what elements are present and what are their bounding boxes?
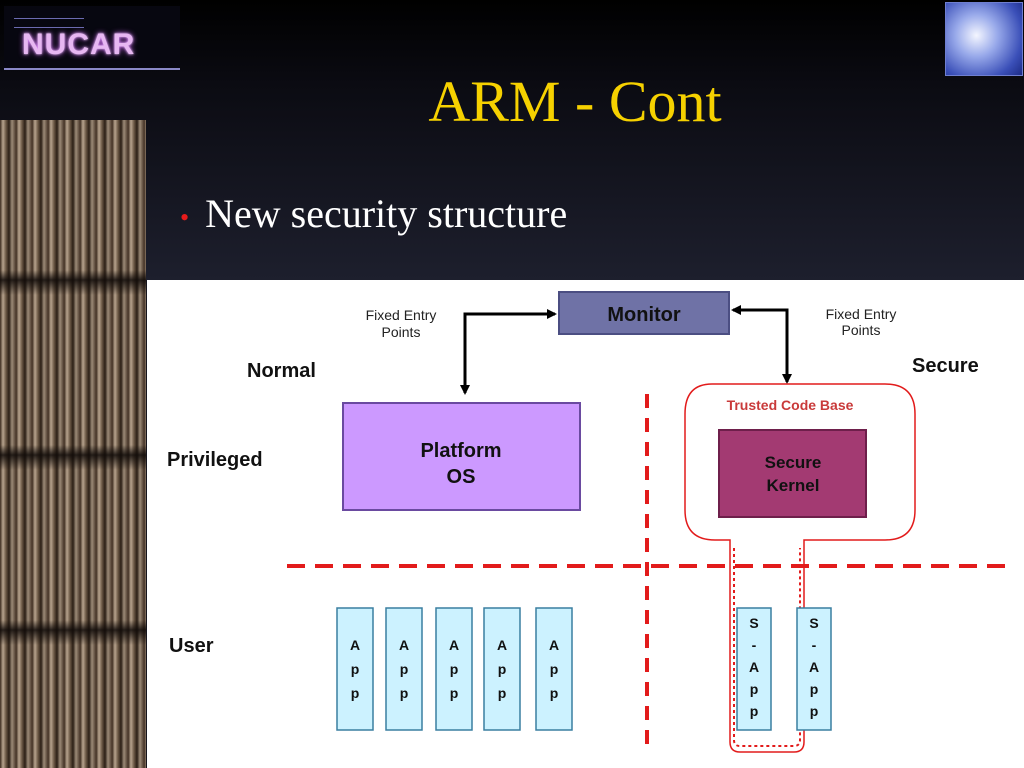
fixed-entry-left-line1: Fixed Entry [366, 307, 437, 323]
app-letter: A [399, 637, 409, 653]
normal-world-label: Normal [247, 360, 316, 382]
user-mode-label: User [169, 635, 214, 657]
app-letter: A [350, 637, 360, 653]
app-letter: p [550, 685, 559, 701]
slide-title: ARM - Cont [428, 69, 722, 134]
secure-kernel-line1: Secure [765, 453, 822, 472]
app-box [336, 607, 374, 731]
monitor-label: Monitor [607, 304, 681, 326]
app-letter: p [550, 661, 559, 677]
secure-world-label: Secure [912, 355, 979, 377]
secure-app-box [736, 607, 772, 731]
app-letter: p [450, 661, 459, 677]
bullet-item: • New security structure [180, 190, 567, 242]
fixed-entry-right-line2: Points [842, 322, 881, 338]
secure-app-letter: - [752, 637, 757, 653]
platform-os-line1: Platform [420, 440, 501, 462]
secure-app-letter: - [812, 637, 817, 653]
security-diagram: Monitor Fixed Entry Points Fixed Entry P… [147, 280, 1024, 768]
bullet-dot-icon: • [180, 202, 190, 232]
nucar-logo: NUCAR [4, 6, 180, 70]
reed-bundles-image [0, 120, 146, 768]
secure-kernel-line2: Kernel [767, 476, 820, 495]
secure-app-letter: S [749, 615, 758, 631]
app-letter: p [498, 661, 507, 677]
bullet-text: New security structure [205, 191, 568, 236]
fixed-entry-left-line2: Points [382, 324, 421, 340]
logo-wordmark: NUCAR [22, 28, 136, 61]
logo-lines [14, 18, 84, 28]
app-box [435, 607, 473, 731]
secure-app-letter: A [749, 659, 759, 675]
chain-lock-image [945, 2, 1023, 76]
secure-app-letter: S [809, 615, 818, 631]
app-letter: p [400, 685, 409, 701]
secure-app-box [796, 607, 832, 731]
app-letter: p [450, 685, 459, 701]
app-letter: p [351, 661, 360, 677]
secure-app-letter: p [750, 681, 759, 697]
app-box [483, 607, 521, 731]
fixed-entry-right-line1: Fixed Entry [826, 306, 897, 322]
app-letter: A [497, 637, 507, 653]
monitor-box [558, 291, 730, 335]
secure-app-letter: p [750, 703, 759, 719]
platform-os-line2: OS [447, 466, 476, 488]
app-box [385, 607, 423, 731]
app-letter: p [351, 685, 360, 701]
secure-app-letter: p [810, 703, 819, 719]
trusted-code-base-outline [684, 383, 916, 753]
secure-app-letter: p [810, 681, 819, 697]
app-box [535, 607, 573, 731]
trusted-code-base-dotted-extension [733, 548, 801, 747]
platform-os-box [342, 402, 581, 511]
secure-app-letter: A [809, 659, 819, 675]
left-entry-arrow [460, 309, 557, 395]
secure-kernel-box [718, 429, 867, 518]
app-letter: A [449, 637, 459, 653]
app-letter: p [498, 685, 507, 701]
app-letter: A [549, 637, 559, 653]
right-entry-arrow [731, 305, 792, 384]
trusted-code-base-label: Trusted Code Base [727, 397, 854, 413]
privileged-mode-label: Privileged [167, 449, 263, 471]
app-letter: p [400, 661, 409, 677]
